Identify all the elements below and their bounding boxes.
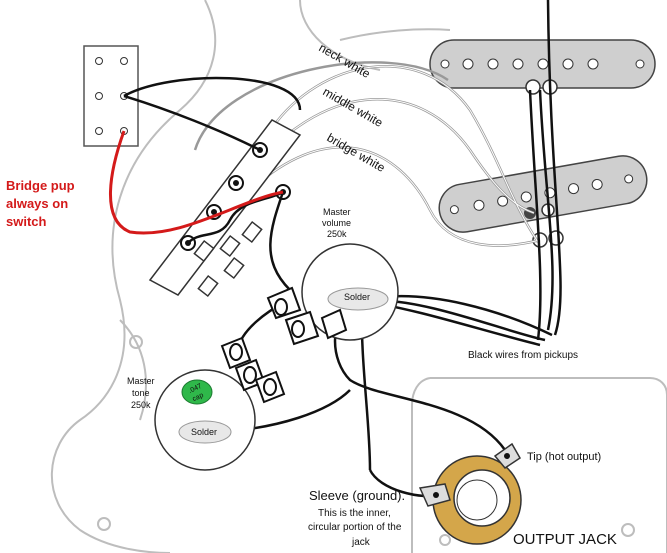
bridge-pup-note-line3: switch xyxy=(6,214,47,229)
capacitor-icon xyxy=(181,379,213,405)
neck-pickup xyxy=(429,39,656,95)
master-volume-label-3: 250k xyxy=(327,229,347,239)
master-volume-label-1: Master xyxy=(323,207,351,217)
output-jack xyxy=(418,442,522,545)
pot-icon xyxy=(154,369,256,471)
tip-label: Tip (hot output) xyxy=(527,451,601,463)
output-jack-label: OUTPUT JACK xyxy=(513,531,617,548)
switch-icon xyxy=(148,119,302,296)
middle-white-label: middle white xyxy=(321,84,386,130)
bridge-red-wire xyxy=(109,130,284,235)
volume-solder-label: Solder xyxy=(344,292,370,302)
white-wire-inner xyxy=(239,65,541,247)
black-wires-label: Black wires from pickups xyxy=(468,350,578,361)
master-tone-label-1: Master xyxy=(127,376,155,386)
master-volume-label-2: volume xyxy=(322,218,351,228)
tone-pot xyxy=(154,336,286,471)
middle-pickup xyxy=(438,155,648,248)
volume-pot xyxy=(266,243,399,346)
sleeve-label-1: Sleeve (ground). xyxy=(309,488,405,503)
sleeve-label-3: circular portion of the xyxy=(308,522,402,533)
bridge-pup-note-line1: Bridge pup xyxy=(6,178,75,193)
master-tone-label-2: tone xyxy=(132,388,150,398)
master-tone-label-3: 250k xyxy=(131,400,151,410)
five-way-switch xyxy=(148,119,302,298)
sleeve-label-2: This is the inner, xyxy=(318,508,391,519)
bridge-pup-note-line2: always on xyxy=(6,196,68,211)
cap-label-2: cap xyxy=(192,392,205,403)
tone-solder-label: Solder xyxy=(191,427,217,437)
sleeve-label-4: jack xyxy=(351,537,371,548)
neck-white-label: neck white xyxy=(317,40,373,81)
switch-schematic xyxy=(83,45,139,147)
bridge-white-label: bridge white xyxy=(325,130,388,175)
pickup-icon xyxy=(438,155,648,233)
